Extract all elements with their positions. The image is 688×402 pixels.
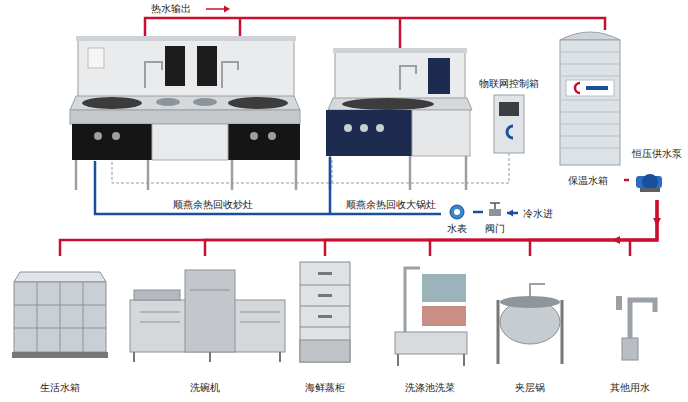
node-label: 夹层锅 [515,382,545,394]
pipe-connector [430,200,657,256]
node-label: 保温水箱 [568,175,608,187]
pipe-connector [60,200,657,256]
pipe-label: 顺燕余热回收炒灶 [172,199,254,211]
equipment-item: 洗涤池洗菜 [385,256,475,394]
pipe-connector [624,179,629,182]
node-label: 海鲜蒸柜 [305,382,345,394]
inlet-label: 冷水进 [518,206,558,221]
node-label: 物联网控制箱 [479,78,539,90]
pipe-connector [630,200,657,256]
node-label: 阀门 [485,223,505,235]
pump: 恒压供水泵 [629,148,685,200]
node-label: 洗碗机 [190,382,220,394]
storage-tank: 保温水箱 [552,22,624,187]
equipment-item: 夹层锅 [490,256,570,394]
valve: 阀门 [483,203,507,235]
pipe-connector [205,200,657,256]
control-box: 物联网控制箱 [476,78,542,158]
node-label: 其他用水 [610,382,650,394]
pipe-connector [325,200,657,256]
equipment-item: 生活水箱 [10,256,110,394]
equipment-item: 洗碗机 [130,256,280,394]
node-label: 恒压供水泵 [632,148,682,160]
arrow-head [507,209,513,216]
equipment-item: 其他用水 [595,256,665,394]
flow-label: 热水输出 [150,3,192,15]
node-label: 冷水进 [523,208,553,220]
pipe-label: 顺燕余热回收大锅灶 [345,199,437,211]
pipe-connector [473,211,483,214]
equipment-item: 海鲜蒸柜 [290,256,360,394]
node-label: 生活水箱 [40,382,80,394]
node-label: 水表 [447,223,467,235]
water-meter: 水表 [441,201,473,235]
node-label: 洗涤池洗菜 [405,382,455,394]
